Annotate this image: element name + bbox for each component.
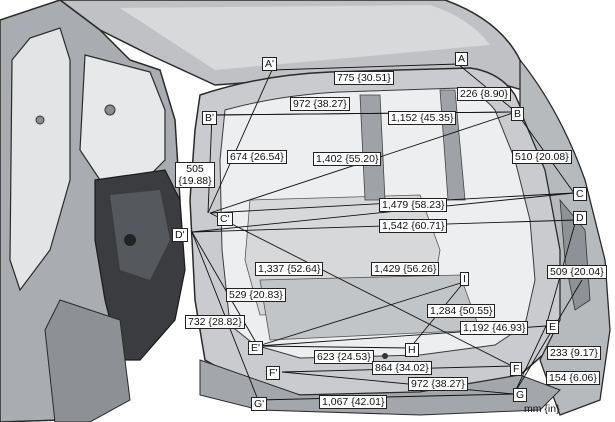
- dim-line-623: [257, 345, 411, 349]
- dim-label-972-bottom: 972 {38.27}: [408, 377, 468, 391]
- dim-label-1284: 1,284 {50.55}: [427, 304, 496, 318]
- dim-label-505-in: {19.88}: [178, 175, 212, 187]
- dim-label-529: 529 {20.83}: [226, 288, 286, 302]
- dim-label-505: 505 {19.88}: [175, 162, 215, 188]
- point-label-F: F: [510, 362, 523, 376]
- dim-label-775: 775 {30.51}: [334, 71, 394, 85]
- rear-door-opening: [79, 54, 166, 181]
- dim-line-972-bottom: [281, 371, 515, 395]
- point-label-D: D: [573, 211, 587, 225]
- point-label-G-prime: G': [251, 397, 268, 411]
- dim-line-154: [513, 279, 583, 395]
- point-label-F-prime: F': [266, 366, 281, 380]
- dim-label-1542: 1,542 {60.71}: [379, 219, 448, 233]
- dim-label-732: 732 {28.82}: [185, 315, 245, 329]
- dim-label-674: 674 {26.54}: [227, 150, 287, 164]
- dim-label-1337: 1,337 {52.64}: [255, 262, 324, 276]
- dim-label-972-top: 972 {38.27}: [290, 97, 350, 111]
- dim-line-674: [207, 69, 273, 214]
- point-label-C: C: [573, 187, 587, 201]
- dim-label-505-mm: 505: [186, 163, 204, 175]
- dim-line-1337: [191, 192, 575, 233]
- dim-label-233: 233 {9.17}: [547, 346, 601, 360]
- tail-lamp-opening: [559, 198, 591, 311]
- c-pillar-panel: [110, 190, 170, 280]
- point-label-A: A: [455, 52, 469, 66]
- dim-label-1429: 1,429 {56.26}: [371, 262, 440, 276]
- rear-lower-panel: [199, 359, 561, 416]
- dim-label-509: 509 {20.04}: [547, 265, 607, 279]
- detail-hole: [104, 104, 116, 116]
- point-label-B: B: [511, 107, 525, 121]
- dim-label-1479: 1,479 {58.23}: [379, 198, 448, 212]
- dim-label-226: 226 {8.90}: [457, 87, 511, 101]
- dim-line-233: [513, 325, 547, 395]
- point-label-C-prime: C': [217, 212, 233, 226]
- point-label-I: I: [460, 272, 469, 286]
- roof-highlight: [120, 5, 490, 70]
- dim-label-510: 510 {20.08}: [512, 150, 572, 164]
- point-label-H: H: [405, 343, 419, 357]
- dim-line-775: [271, 63, 459, 71]
- detail-hole: [35, 115, 45, 125]
- dim-line-1284: [257, 281, 465, 347]
- dim-label-1152: 1,152 {45.35}: [388, 111, 457, 125]
- dim-line-1152: [211, 111, 517, 116]
- point-label-D-prime: D': [172, 228, 188, 242]
- lower-sill: [44, 299, 131, 422]
- point-label-E-prime: E': [248, 341, 264, 355]
- detail-hole: [124, 234, 136, 246]
- point-label-B-prime: B': [202, 111, 218, 125]
- dim-label-623: 623 {24.53}: [314, 350, 374, 364]
- unit-note: mm {in}: [524, 403, 560, 415]
- dim-label-1067: 1,067 {42.01}: [319, 395, 388, 409]
- point-label-A-prime: A': [262, 57, 278, 71]
- front-door-opening: [9, 27, 71, 292]
- point-label-E: E: [546, 320, 560, 334]
- dim-label-154: 154 {6.06}: [546, 371, 600, 385]
- dim-label-1402: 1,402 {55.20}: [313, 152, 382, 166]
- dim-line-1429: [209, 212, 513, 367]
- detail-hole: [382, 353, 388, 359]
- dim-label-1192: 1,192 {46.93}: [460, 321, 529, 335]
- point-label-G: G: [513, 388, 528, 402]
- dim-label-864: 864 {34.02}: [372, 361, 432, 375]
- dim-line-529: [191, 231, 259, 347]
